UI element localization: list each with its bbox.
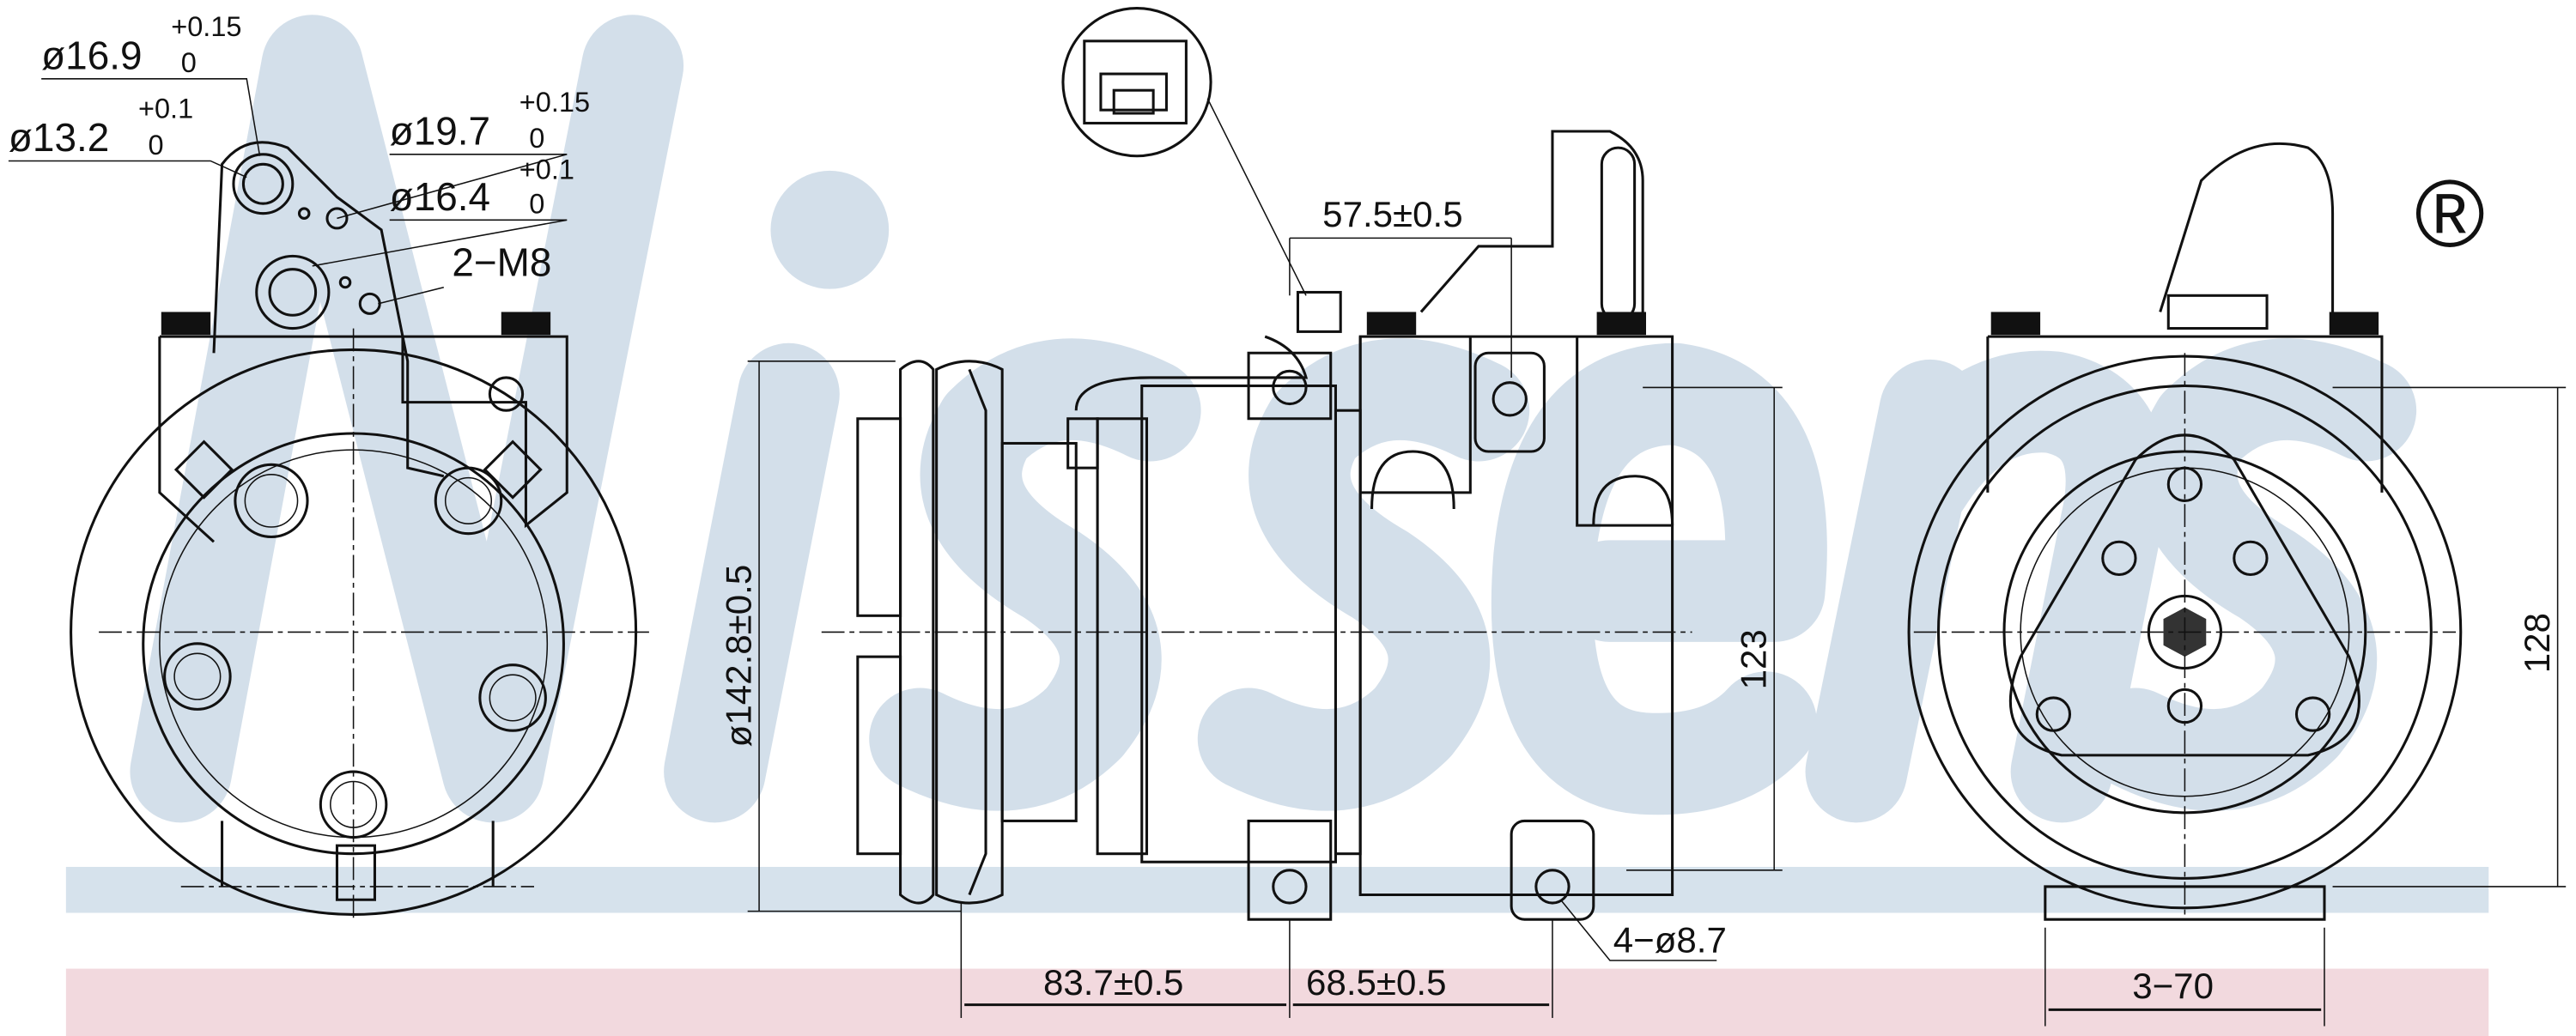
front-view	[1907, 142, 2567, 1027]
dim-d169-tol-up: +0.15	[171, 11, 241, 42]
dim-d132-tol-up: +0.1	[138, 94, 193, 124]
blue-band	[65, 866, 2489, 913]
nissens-watermark-logo	[130, 15, 2417, 823]
connector-detail-circle	[1061, 7, 1212, 158]
dim-d169-tol-lo: 0	[181, 47, 197, 78]
dim-d164-tol-up: +0.1	[519, 154, 574, 185]
dim-d87: 4−ø8.7	[1613, 919, 1727, 960]
dim-d164-tol-lo: 0	[529, 189, 544, 220]
dim-d128: 128	[2517, 613, 2557, 673]
pink-band	[65, 968, 2489, 1036]
registered-mark: ®	[2415, 161, 2485, 267]
dim-d197-tol-lo: 0	[529, 123, 544, 154]
dim-d370: 3−70	[2132, 966, 2214, 1006]
dim-d837: 83.7±0.5	[1043, 962, 1183, 1003]
dim-d132-tol-lo: 0	[148, 130, 163, 161]
dim-d164: ø16.4	[390, 174, 490, 219]
dim-m8: 2−M8	[452, 239, 551, 284]
dim-d169: ø16.9	[41, 33, 142, 77]
dim-d132: ø13.2	[9, 115, 109, 160]
dim-d1428: ø142.8±0.5	[719, 565, 759, 748]
side-view	[747, 7, 1783, 1018]
dim-d197-tol-up: +0.15	[519, 87, 590, 118]
dim-d197: ø19.7	[390, 108, 490, 153]
dim-d575: 57.5±0.5	[1322, 194, 1462, 234]
left-view	[8, 78, 649, 920]
dim-d123: 123	[1734, 629, 1774, 689]
dim-d685: 68.5±0.5	[1306, 962, 1446, 1003]
